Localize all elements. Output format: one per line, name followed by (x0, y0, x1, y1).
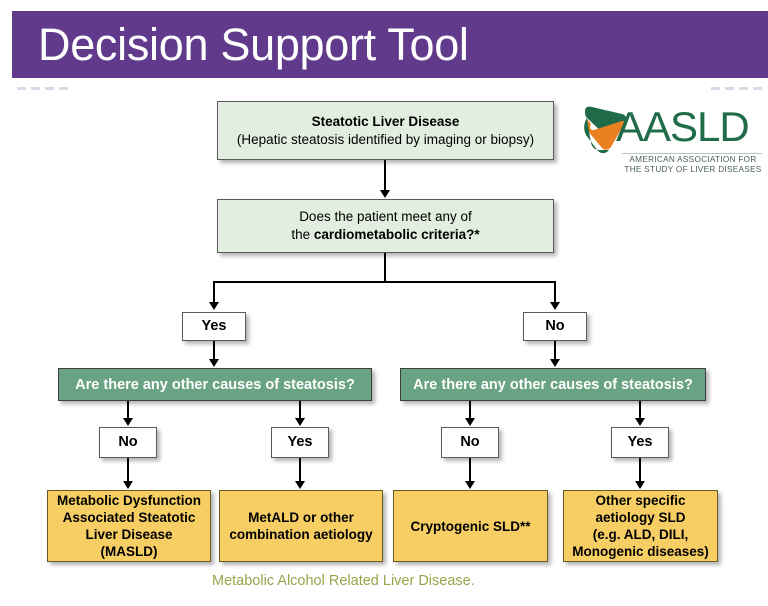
arrowhead-criteria-to-no (550, 302, 560, 310)
page-title: Decision Support Tool (38, 19, 469, 70)
outcome-masld-line1: Metabolic Dysfunction (56, 493, 201, 508)
title-bar: Decision Support Tool (12, 11, 768, 78)
node-sld-title: Steatotic Liver Disease (311, 113, 460, 129)
node-other-causes-right-label: Are there any other causes of steatosis? (413, 376, 693, 393)
connector-criteria-split (213, 281, 556, 283)
outcome-cryptogenic-sld[interactable]: Cryptogenic SLD** (393, 490, 548, 562)
logo-subtitle: AMERICAN ASSOCIATION FOR THE STUDY OF LI… (622, 155, 764, 176)
arrowhead-greenright-to-yes (635, 418, 645, 426)
arrowhead-greenleft-to-no (123, 418, 133, 426)
leaf-no-left-label: No (118, 434, 138, 450)
node-other-causes-right[interactable]: Are there any other causes of steatosis? (400, 368, 706, 401)
outcome-other-line2: aetiology SLD (595, 510, 686, 525)
outcome-masld[interactable]: Metabolic Dysfunction Associated Steatot… (47, 490, 211, 562)
outcome-other-line4: Monogenic diseases) (572, 544, 709, 559)
logo-subtitle-line2: THE STUDY OF LIVER DISEASES (624, 165, 762, 175)
aasld-logo: AASLD AMERICAN ASSOCIATION FOR THE STUDY… (582, 103, 764, 177)
aasld-wordmark: AASLD (616, 103, 750, 150)
arrowhead-sld-to-criteria (380, 190, 390, 198)
arrowhead-yes-to-green-left (209, 359, 219, 367)
connector-criteria-to-yes (213, 281, 215, 303)
connector-criteria-to-no (554, 281, 556, 303)
connector-greenright-to-no (469, 401, 471, 419)
node-criteria-line2-prefix: the (291, 227, 314, 242)
outcome-metald-line1: MetALD or other (248, 510, 354, 525)
logo-subtitle-line1: AMERICAN ASSOCIATION FOR (629, 155, 757, 164)
leaf-yes-right-label: Yes (627, 434, 653, 450)
decorative-dashes-left (17, 87, 68, 90)
connector-yes-to-other (639, 458, 641, 482)
branch-yes-cardiometabolic[interactable]: Yes (182, 312, 246, 341)
connector-sld-to-criteria (384, 160, 386, 191)
arrowhead-yes-to-other (635, 481, 645, 489)
outcome-masld-line2: Associated Steatotic (62, 510, 196, 525)
node-other-causes-left[interactable]: Are there any other causes of steatosis? (58, 368, 372, 401)
leaf-yes-right[interactable]: Yes (611, 427, 669, 458)
arrowhead-no-to-cryptogenic (465, 481, 475, 489)
connector-no-to-green-right (554, 341, 556, 360)
node-sld-subtitle: (Hepatic steatosis identified by imaging… (236, 131, 535, 147)
outcome-cryptogenic-label: Cryptogenic SLD** (410, 518, 531, 534)
arrowhead-criteria-to-yes (209, 302, 219, 310)
node-criteria-line2-bold: cardiometabolic criteria?* (313, 227, 480, 242)
node-other-causes-left-label: Are there any other causes of steatosis? (75, 376, 355, 393)
node-criteria-line1: Does the patient meet any of (299, 209, 472, 224)
decorative-dashes-right (711, 87, 762, 90)
aasld-logo-mark (584, 106, 626, 154)
leaf-yes-left-label: Yes (287, 434, 313, 450)
leaf-no-right[interactable]: No (441, 427, 499, 458)
outcome-masld-line3: Liver Disease (85, 527, 173, 542)
connector-greenleft-to-yes (299, 401, 301, 419)
branch-no-cardiometabolic-label: No (545, 318, 565, 334)
leaf-no-right-label: No (460, 434, 480, 450)
outcome-masld-line4: (MASLD) (100, 544, 158, 559)
leaf-yes-left[interactable]: Yes (271, 427, 329, 458)
leaf-no-left[interactable]: No (99, 427, 157, 458)
outcome-metald-line2: combination aetiology (229, 527, 373, 542)
branch-yes-cardiometabolic-label: Yes (201, 318, 227, 334)
connector-yes-to-green-left (213, 341, 215, 360)
footnote-caption: Metabolic Alcohol Related Liver Disease. (212, 573, 475, 589)
connector-greenleft-to-no (127, 401, 129, 419)
connector-criteria-stem (384, 253, 386, 281)
arrowhead-greenleft-to-yes (295, 418, 305, 426)
connector-no-to-masld (127, 458, 129, 482)
connector-no-to-cryptogenic (469, 458, 471, 482)
arrowhead-yes-to-metald (295, 481, 305, 489)
connector-yes-to-metald (299, 458, 301, 482)
branch-no-cardiometabolic[interactable]: No (523, 312, 587, 341)
connector-greenright-to-yes (639, 401, 641, 419)
arrowhead-greenright-to-no (465, 418, 475, 426)
outcome-other-line3: (e.g. ALD, DILI, (592, 527, 689, 542)
arrowhead-no-to-green-right (550, 359, 560, 367)
node-cardiometabolic-criteria[interactable]: Does the patient meet any of the cardiom… (217, 199, 554, 253)
logo-divider (622, 153, 762, 154)
arrowhead-no-to-masld (123, 481, 133, 489)
outcome-metald[interactable]: MetALD or other combination aetiology (219, 490, 383, 562)
outcome-other-line1: Other specific (595, 493, 686, 508)
node-steatotic-liver-disease[interactable]: Steatotic Liver Disease (Hepatic steatos… (217, 101, 554, 160)
outcome-other-specific-aetiology[interactable]: Other specific aetiology SLD (e.g. ALD, … (563, 490, 718, 562)
